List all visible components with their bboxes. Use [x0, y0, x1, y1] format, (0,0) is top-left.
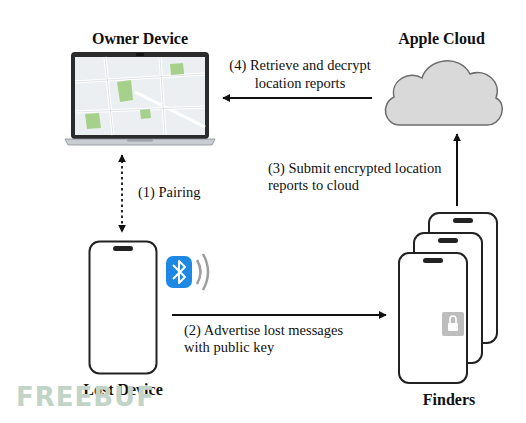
flow-arrow [456, 134, 458, 206]
cloud-node: Apple Cloud [378, 52, 505, 128]
bluetooth-icon [166, 254, 208, 290]
step-label: (3) Submit encrypted location reports to… [268, 160, 446, 195]
laptop-illustration [65, 52, 215, 145]
flow-arrow [172, 314, 386, 316]
flow-arrow [121, 155, 123, 232]
flow-arrow [223, 97, 372, 99]
watermark: FREEBUF [16, 382, 155, 412]
node-heading: Finders [423, 391, 475, 409]
step-label: (1) Pairing [138, 184, 258, 201]
node-heading: Owner Device [92, 30, 188, 48]
step-label: (4) Retrieve and decrypt location report… [220, 57, 380, 92]
phone-node: Lost Device [88, 240, 158, 375]
node-heading: Apple Cloud [398, 30, 485, 48]
cloud-illustration [378, 52, 505, 128]
step-label: (2) Advertise lost messages with public … [184, 322, 352, 357]
laptop-node: Owner Device [65, 52, 215, 145]
phone-illustration [88, 240, 158, 375]
finders-node: Finders [398, 212, 500, 385]
finder-phones-illustration [398, 212, 500, 385]
